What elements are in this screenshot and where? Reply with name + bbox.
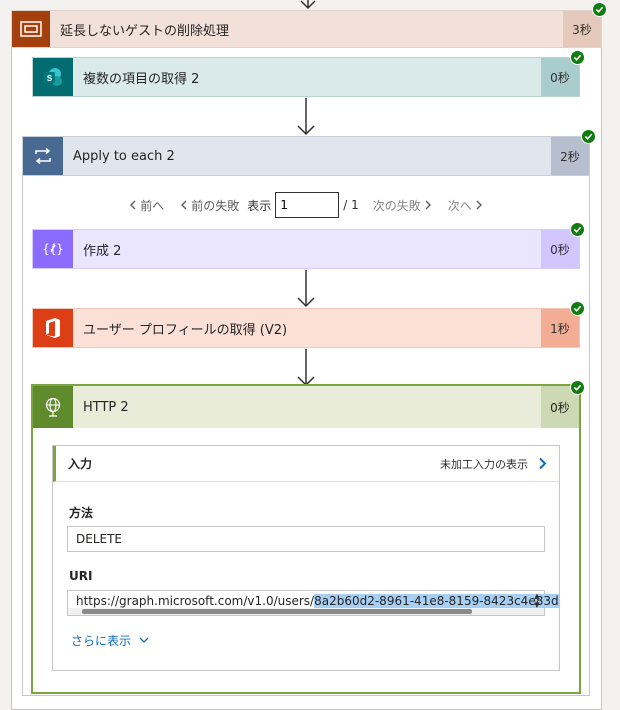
connector-arrow-3 xyxy=(297,349,315,387)
chevron-down-icon xyxy=(139,637,149,643)
page-number-input[interactable]: 1 xyxy=(275,192,340,218)
http-action-title: HTTP 2 xyxy=(83,399,129,415)
uri-text: https://graph.microsoft.com/v1.0/users/8… xyxy=(76,594,559,608)
prev-button[interactable]: 前へ xyxy=(129,197,164,214)
next-failed-label: 次の失敗 xyxy=(372,198,421,213)
uri-spinner[interactable]: ▲▼ xyxy=(531,592,543,609)
next-button[interactable]: 次へ xyxy=(448,197,483,214)
loop-duration: 2秒 xyxy=(551,137,589,175)
profile-action-header[interactable]: ユーザー プロフィールの取得 (V2) 1秒 xyxy=(32,308,580,348)
sharepoint-icon: S xyxy=(33,58,73,96)
compose-action-header[interactable]: {{} 作成 2 0秒 xyxy=(32,229,580,269)
loop-header[interactable]: Apply to each 2 2秒 xyxy=(22,136,590,176)
prev-failed-button[interactable]: 前の失敗 xyxy=(180,197,239,214)
chevron-left-icon xyxy=(181,200,187,210)
uri-label: URI xyxy=(69,569,93,583)
scope-duration: 3秒 xyxy=(563,11,601,47)
globe-icon xyxy=(33,386,73,428)
inputs-panel: 入力 未加工入力の表示 方法 DELETE URI https://graph.… xyxy=(52,445,560,671)
http-success-icon xyxy=(570,380,585,395)
chevron-left-icon xyxy=(130,200,136,210)
svg-text:S: S xyxy=(47,74,53,83)
loop-title: Apply to each 2 xyxy=(73,148,175,164)
compose-duration: 0秒 xyxy=(541,230,579,268)
prev-label: 前へ xyxy=(140,198,165,213)
uri-scrollbar-thumb[interactable] xyxy=(82,609,472,614)
uri-scrollbar[interactable] xyxy=(68,608,544,615)
spin-down-icon: ▼ xyxy=(534,601,540,609)
page-total: / 1 xyxy=(343,198,359,212)
http-action-header[interactable]: HTTP 2 0秒 xyxy=(33,386,579,428)
loop-success-icon xyxy=(581,129,596,144)
scope-title: 延長しないゲストの削除処理 xyxy=(60,23,230,39)
profile-action-title: ユーザー プロフィールの取得 (V2) xyxy=(83,322,288,338)
chevron-right-icon xyxy=(476,200,482,210)
show-label: 表示 xyxy=(247,198,272,213)
uri-field[interactable]: https://graph.microsoft.com/v1.0/users/8… xyxy=(67,590,559,616)
sharepoint-action-header[interactable]: S 複数の項目の取得 2 0秒 xyxy=(32,57,580,97)
loop-icon xyxy=(23,137,63,175)
top-arrow xyxy=(300,0,316,10)
scope-success-icon xyxy=(592,2,607,17)
prev-failed-label: 前の失敗 xyxy=(191,198,240,213)
show-more-link[interactable]: さらに表示 xyxy=(71,632,149,649)
sharepoint-action-title: 複数の項目の取得 2 xyxy=(83,71,200,87)
method-field[interactable]: DELETE xyxy=(67,526,545,552)
svg-text:{: { xyxy=(42,242,49,256)
connector-arrow-2 xyxy=(297,270,315,308)
method-label: 方法 xyxy=(69,506,94,520)
chevron-right-icon xyxy=(539,457,547,470)
compose-success-icon xyxy=(570,222,585,237)
compose-action-title: 作成 2 xyxy=(83,243,122,259)
profile-duration: 1秒 xyxy=(541,309,579,347)
sharepoint-duration: 0秒 xyxy=(541,58,579,96)
uri-selected-text: 8a2b60d2-8961-41e8-8159-8423c4e83d xyxy=(314,594,559,608)
spin-up-icon: ▲ xyxy=(534,592,540,600)
profile-success-icon xyxy=(570,301,585,316)
inputs-header: 入力 未加工入力の表示 xyxy=(53,446,559,482)
inputs-heading: 入力 xyxy=(68,457,93,471)
scope-icon xyxy=(12,11,50,47)
chevron-right-icon xyxy=(425,200,431,210)
connector-arrow-1 xyxy=(297,98,315,136)
uri-prefix: https://graph.microsoft.com/v1.0/users/ xyxy=(76,594,315,608)
next-failed-button[interactable]: 次の失敗 xyxy=(373,197,432,214)
office-icon xyxy=(33,309,73,347)
loop-pager: 前へ 前の失敗 表示 1 / 1 次の失敗 次へ xyxy=(22,192,590,218)
next-label: 次へ xyxy=(447,198,472,213)
svg-text:}: } xyxy=(56,242,63,256)
show-more-label: さらに表示 xyxy=(71,634,132,648)
raw-inputs-label: 未加工入力の表示 xyxy=(440,457,528,471)
raw-inputs-link[interactable]: 未加工入力の表示 xyxy=(440,456,547,472)
sharepoint-success-icon xyxy=(570,50,585,65)
compose-icon: {{} xyxy=(33,230,73,268)
scope-header[interactable]: 延長しないゲストの削除処理 3秒 xyxy=(11,10,602,48)
